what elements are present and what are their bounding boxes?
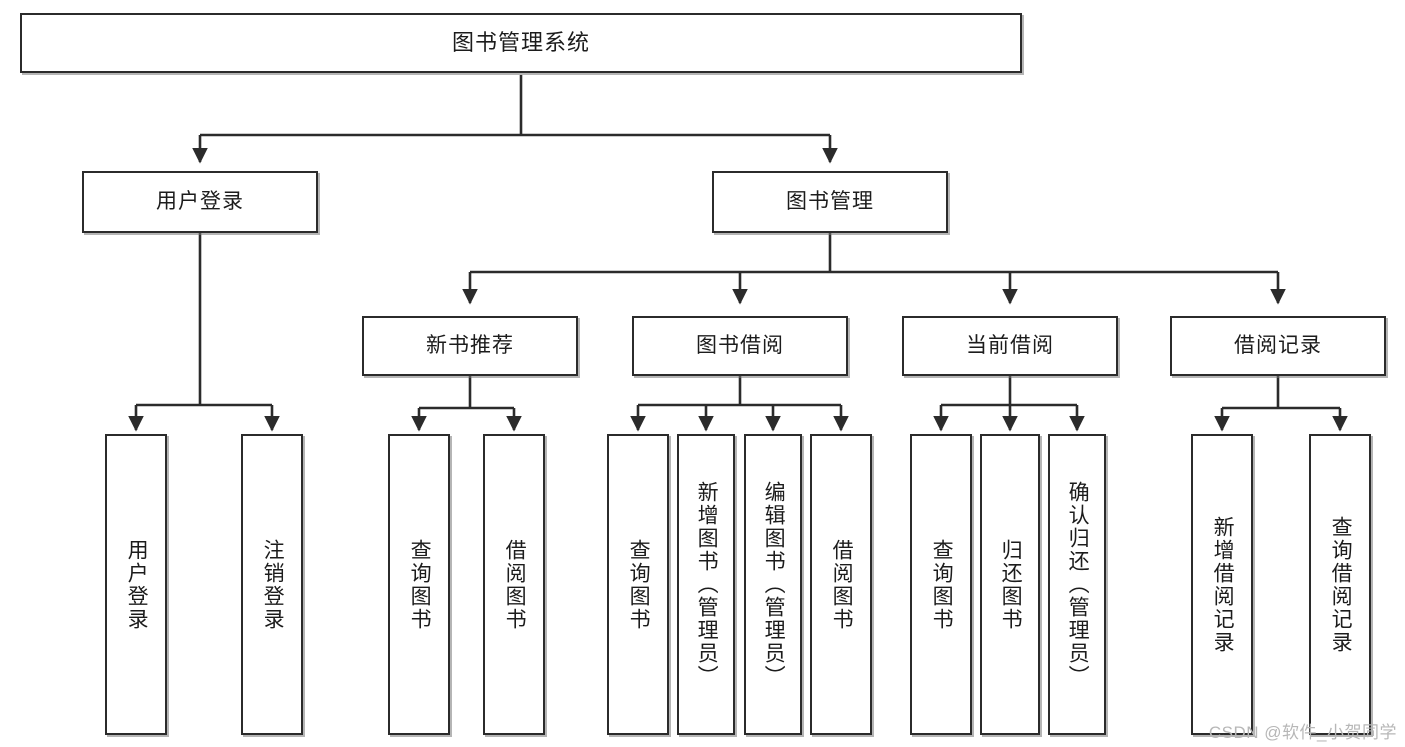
node-borrow-record[interactable]: 借阅记录	[1170, 316, 1386, 376]
node-book-manage[interactable]: 图书管理	[712, 171, 948, 233]
node-borrow-record-label: 借阅记录	[1234, 333, 1322, 357]
node-leaf-query-book-3-label: 查询图书	[930, 538, 954, 631]
node-leaf-query-book-2-label: 查询图书	[627, 538, 651, 631]
node-leaf-borrow-book-1[interactable]: 借阅图书	[483, 434, 545, 735]
node-leaf-confirm-return-admin[interactable]: 确认归还（管理员）	[1048, 434, 1106, 735]
node-leaf-confirm-return-admin-label: 确认归还（管理员）	[1066, 481, 1090, 688]
node-leaf-return-book[interactable]: 归还图书	[980, 434, 1040, 735]
node-leaf-borrow-book-2[interactable]: 借阅图书	[810, 434, 872, 735]
node-book-borrow[interactable]: 图书借阅	[632, 316, 848, 376]
node-new-book-rec[interactable]: 新书推荐	[362, 316, 578, 376]
csdn-watermark: CSDN @软件_小贺同学	[1208, 723, 1397, 742]
node-leaf-query-borrow-record-label: 查询借阅记录	[1329, 515, 1353, 654]
node-leaf-edit-book-admin-label: 编辑图书（管理员）	[762, 481, 786, 688]
node-leaf-query-book-2[interactable]: 查询图书	[607, 434, 669, 735]
node-leaf-logout[interactable]: 注销登录	[241, 434, 303, 735]
node-book-borrow-label: 图书借阅	[696, 333, 784, 357]
node-current-borrow[interactable]: 当前借阅	[902, 316, 1118, 376]
node-current-borrow-label: 当前借阅	[966, 333, 1054, 357]
node-leaf-add-borrow-record[interactable]: 新增借阅记录	[1191, 434, 1253, 735]
node-leaf-user-login-label: 用户登录	[125, 538, 149, 631]
node-leaf-add-borrow-record-label: 新增借阅记录	[1211, 515, 1235, 654]
node-leaf-edit-book-admin[interactable]: 编辑图书（管理员）	[744, 434, 802, 735]
node-new-book-rec-label: 新书推荐	[426, 333, 514, 357]
node-leaf-borrow-book-1-label: 借阅图书	[503, 538, 527, 631]
node-leaf-add-book-admin-label: 新增图书（管理员）	[695, 481, 719, 688]
node-user-login[interactable]: 用户登录	[82, 171, 318, 233]
node-leaf-query-book-1-label: 查询图书	[408, 538, 432, 631]
node-leaf-query-book-3[interactable]: 查询图书	[910, 434, 972, 735]
node-root-label: 图书管理系统	[451, 30, 590, 56]
node-user-login-label: 用户登录	[156, 189, 244, 213]
node-leaf-borrow-book-2-label: 借阅图书	[830, 538, 854, 631]
node-root[interactable]: 图书管理系统	[20, 13, 1022, 73]
node-leaf-add-book-admin[interactable]: 新增图书（管理员）	[677, 434, 735, 735]
node-leaf-query-book-1[interactable]: 查询图书	[388, 434, 450, 735]
node-leaf-user-login[interactable]: 用户登录	[105, 434, 167, 735]
node-leaf-logout-label: 注销登录	[261, 538, 285, 631]
node-leaf-return-book-label: 归还图书	[999, 538, 1023, 631]
node-leaf-query-borrow-record[interactable]: 查询借阅记录	[1309, 434, 1371, 735]
node-book-manage-label: 图书管理	[786, 189, 874, 213]
